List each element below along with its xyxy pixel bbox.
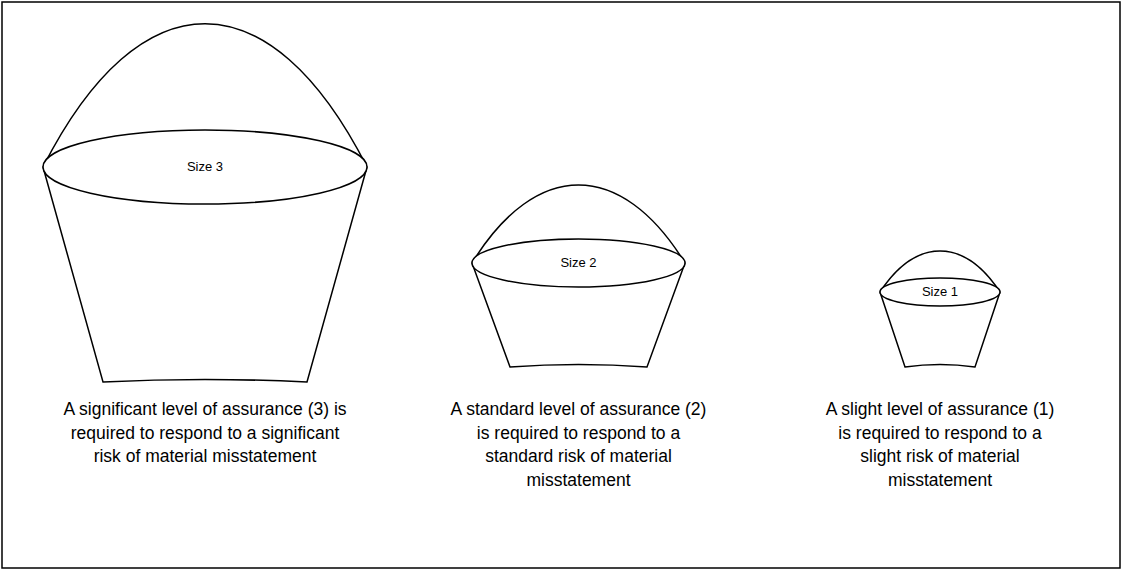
size-label: Size 2	[472, 255, 685, 271]
bucket-outline	[472, 183, 685, 378]
bucket-node: Size 2A standard level of assurance (2) …	[472, 183, 685, 378]
bucket-caption: A significant level of assurance (3) is …	[63, 398, 348, 469]
bucket-node: Size 3A significant level of assurance (…	[43, 20, 367, 392]
bucket-caption: A slight level of assurance (1) is requi…	[820, 398, 1060, 492]
bucket-rim	[472, 239, 685, 287]
bucket-rim	[880, 278, 1000, 306]
bucket-node: Size 1A slight level of assurance (1) is…	[880, 250, 1000, 375]
bucket-rim	[43, 130, 367, 204]
size-label: Size 1	[880, 284, 1000, 300]
bucket-caption: A standard level of assurance (2) is req…	[449, 398, 709, 492]
bucket-outline	[880, 250, 1000, 375]
bucket-outline	[43, 20, 367, 392]
size-label: Size 3	[43, 159, 367, 175]
